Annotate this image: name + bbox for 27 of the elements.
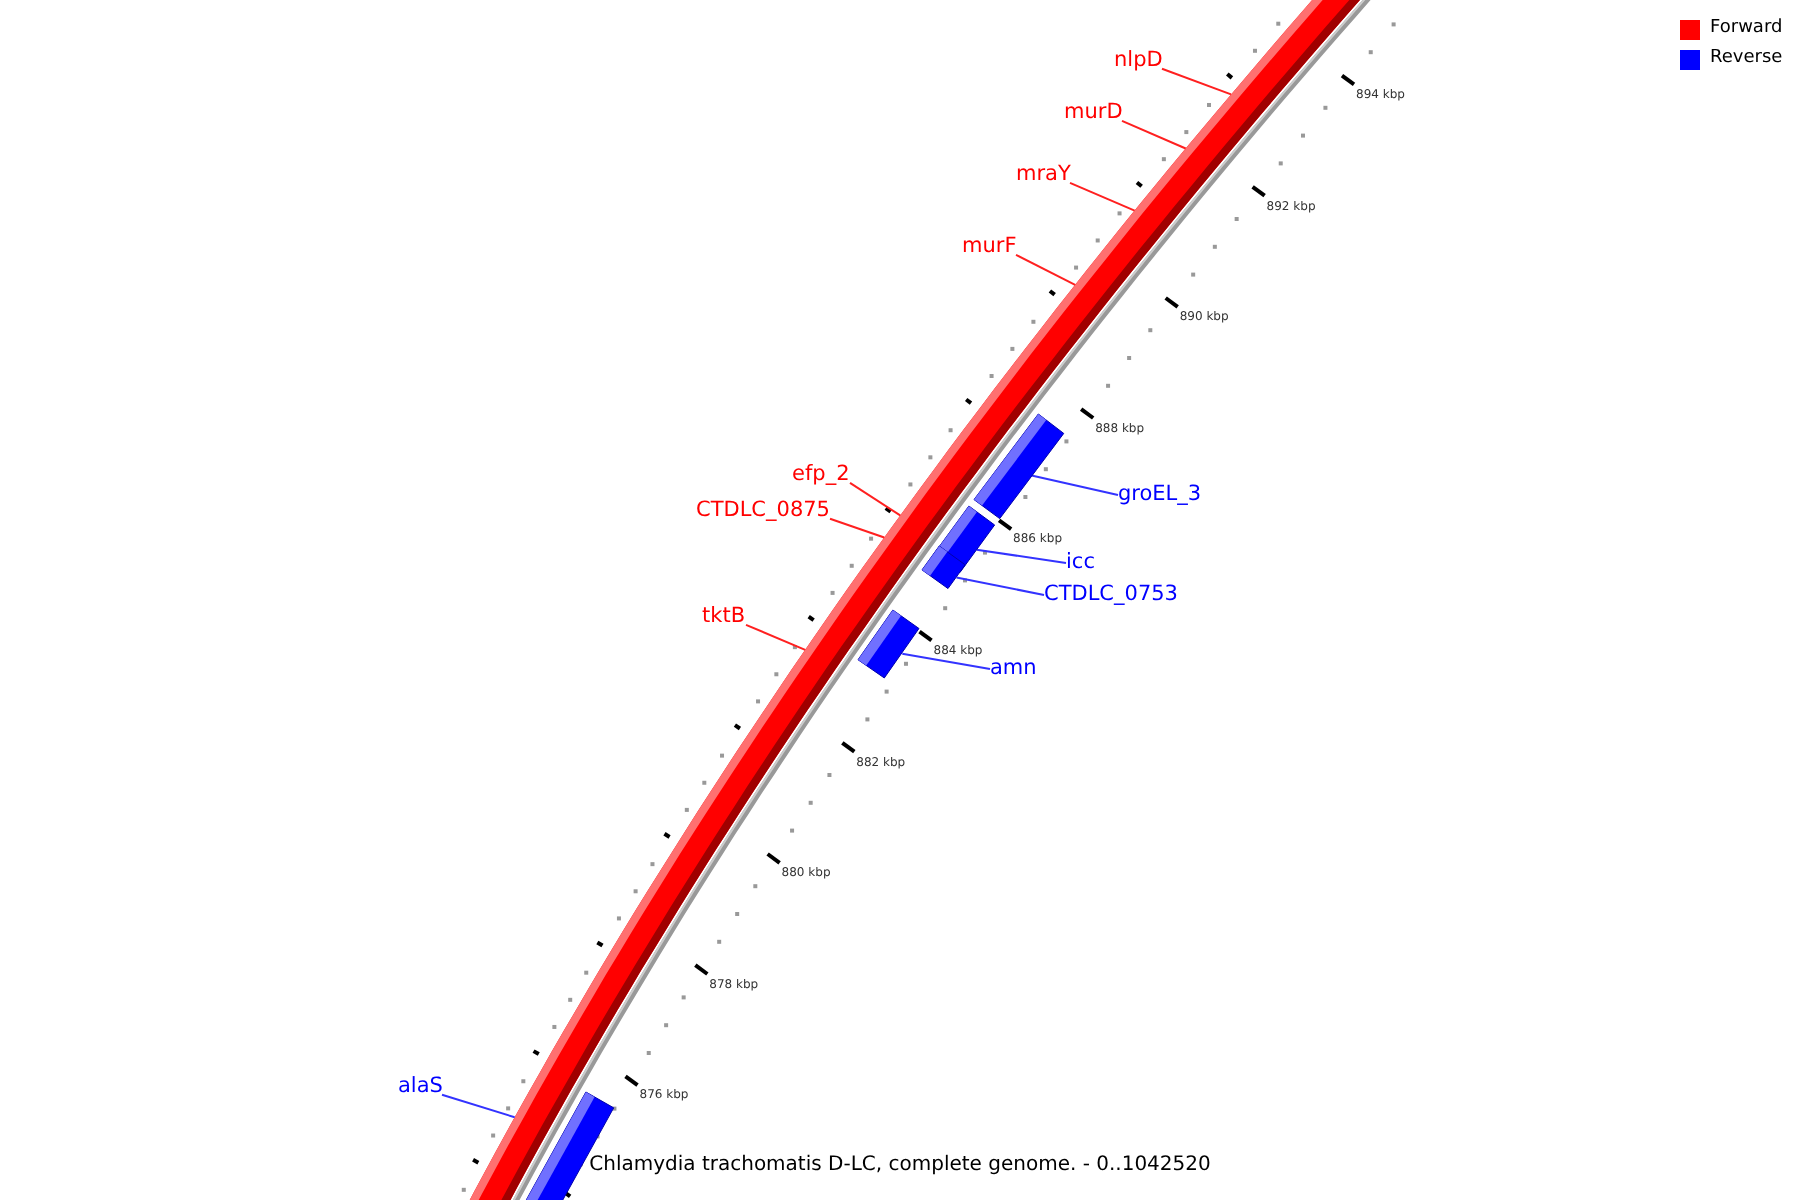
gene-label: amn [990,656,1037,682]
leader-line [955,576,1045,596]
gene-label: mraY [1016,162,1071,188]
leader-line [441,1093,516,1119]
leader-line [1015,253,1077,286]
gene-label: alaS [398,1074,443,1100]
gene-label: CTDLC_0875 [696,498,830,524]
legend-label: Reverse [1710,48,1783,70]
legend-label: Forward [1710,18,1783,40]
leader-line [975,548,1067,564]
gene-label: efp_2 [792,462,850,488]
caption: Chlamydia trachomatis D-LC, complete genome. - 0..1042520 [589,1154,1211,1176]
leader-line [1069,181,1136,212]
gene-label: groEL_3 [1118,482,1202,508]
leader-line [1030,474,1119,496]
leader-line [1161,67,1233,96]
gene-label: nlpD [1114,48,1163,74]
leader-line [1121,119,1187,150]
gene-label: CTDLC_0753 [1044,582,1178,608]
leader-line [849,481,902,517]
gene-label: tktB [702,604,746,630]
leader-line [745,623,807,651]
gene-label: murD [1064,100,1123,126]
leader-line [829,517,886,539]
gene-label: murF [962,234,1017,260]
leader-line [901,652,991,670]
gene-label: icc [1066,550,1095,576]
